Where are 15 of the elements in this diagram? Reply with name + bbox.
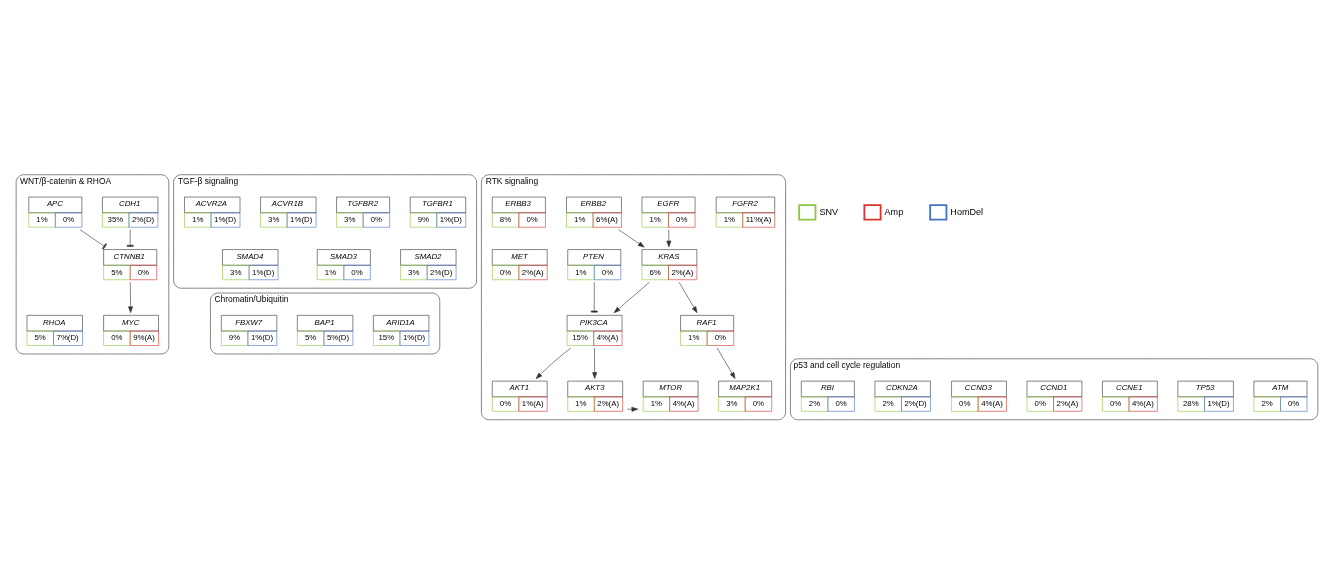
legend-label: HomDel — [950, 206, 984, 217]
arrow — [678, 281, 698, 313]
arrow — [666, 229, 672, 247]
arrow — [716, 347, 736, 379]
connector — [126, 229, 134, 247]
arrow — [128, 281, 133, 313]
arrow — [618, 228, 645, 247]
legend-label: SNV — [819, 206, 838, 217]
arrow — [627, 406, 639, 412]
arrow — [592, 347, 598, 379]
arrow — [535, 347, 572, 379]
connector — [79, 228, 107, 250]
legend-label: Amp — [884, 206, 904, 217]
connector — [590, 281, 598, 313]
arrow — [613, 281, 650, 313]
